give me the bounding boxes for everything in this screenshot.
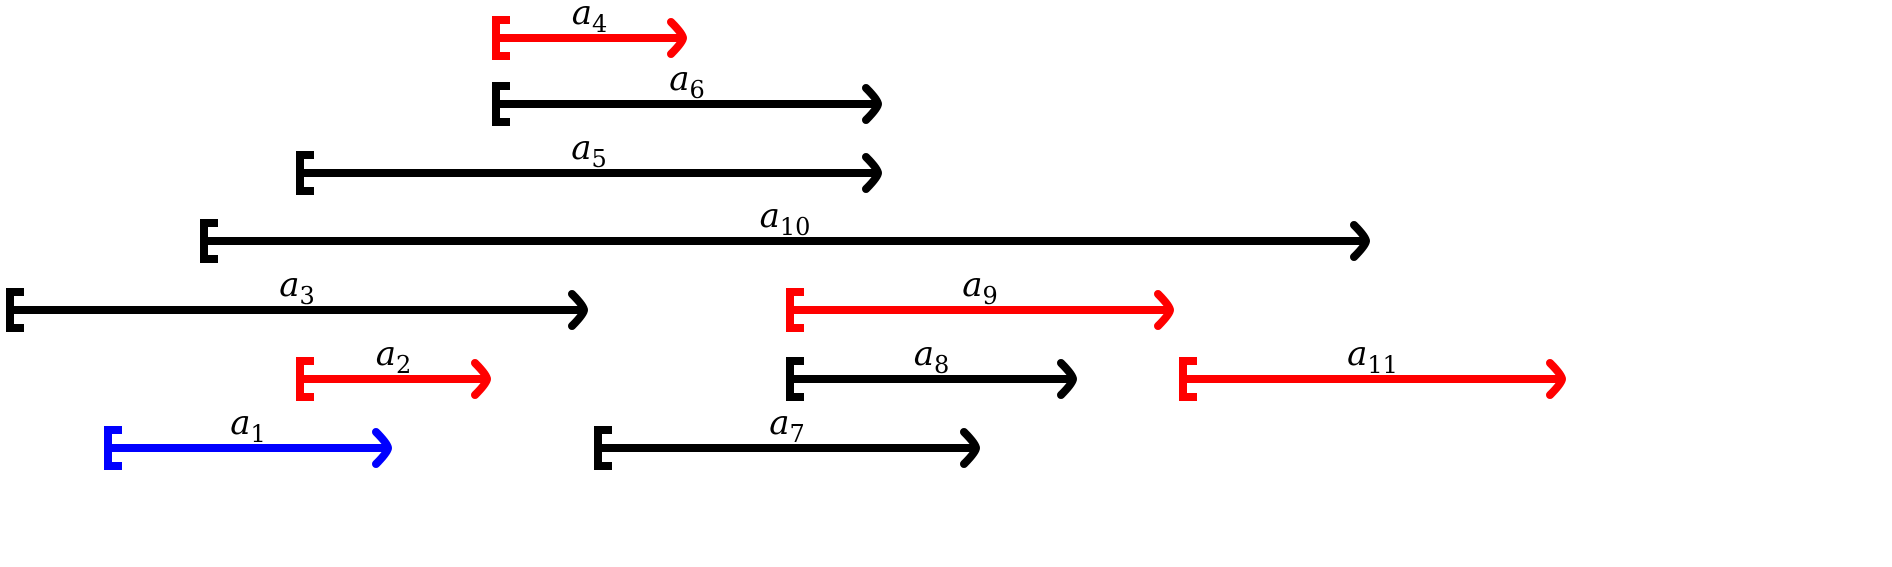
interval-label: a7 bbox=[769, 403, 805, 448]
interval-label-subscript: 2 bbox=[396, 351, 411, 379]
interval-label: a6 bbox=[669, 59, 705, 104]
interval-arrowhead bbox=[862, 84, 883, 124]
interval-a9: a9 bbox=[786, 265, 1175, 332]
interval-arrowhead bbox=[1154, 290, 1175, 330]
interval-arrowhead bbox=[471, 359, 492, 399]
interval-label-subscript: 6 bbox=[690, 76, 705, 104]
interval-label: a8 bbox=[914, 334, 950, 379]
interval-label-base: a bbox=[914, 334, 934, 374]
interval-arrowhead bbox=[1350, 221, 1371, 261]
interval-a7: a7 bbox=[594, 403, 981, 470]
interval-label: a5 bbox=[571, 128, 607, 173]
interval-arrowhead bbox=[568, 290, 589, 330]
interval-a4: a4 bbox=[492, 0, 688, 60]
interval-label-base: a bbox=[230, 403, 250, 443]
interval-label-subscript: 7 bbox=[790, 420, 805, 448]
interval-label-base: a bbox=[376, 334, 396, 374]
interval-label-subscript: 4 bbox=[592, 10, 607, 38]
interval-arrowhead bbox=[960, 428, 981, 468]
interval-label-subscript: 8 bbox=[934, 351, 949, 379]
interval-label: a1 bbox=[230, 403, 266, 448]
interval-label-subscript: 3 bbox=[300, 282, 315, 310]
interval-label-subscript: 1 bbox=[251, 420, 266, 448]
interval-label: a2 bbox=[376, 334, 412, 379]
interval-arrowhead bbox=[372, 428, 393, 468]
interval-a6: a6 bbox=[492, 59, 883, 126]
interval-label-subscript: 9 bbox=[983, 282, 998, 310]
interval-arrowhead bbox=[862, 153, 883, 193]
interval-arrowhead bbox=[667, 18, 688, 58]
interval-arrowhead bbox=[1057, 359, 1078, 399]
interval-a2: a2 bbox=[296, 334, 492, 401]
interval-label-base: a bbox=[571, 128, 591, 168]
interval-a3: a3 bbox=[6, 265, 589, 332]
interval-label: a10 bbox=[760, 196, 811, 241]
interval-a5: a5 bbox=[296, 128, 883, 195]
interval-label-base: a bbox=[1347, 334, 1367, 374]
interval-label-base: a bbox=[962, 265, 982, 305]
interval-label-base: a bbox=[669, 59, 689, 99]
interval-label: a3 bbox=[279, 265, 315, 310]
interval-label-base: a bbox=[769, 403, 789, 443]
interval-a11: a11 bbox=[1179, 334, 1567, 401]
interval-label-subscript: 10 bbox=[780, 213, 811, 241]
interval-a1: a1 bbox=[104, 403, 393, 470]
interval-label-base: a bbox=[760, 196, 780, 236]
interval-a8: a8 bbox=[786, 334, 1078, 401]
interval-label: a4 bbox=[572, 0, 608, 38]
interval-label-subscript: 5 bbox=[592, 145, 607, 173]
interval-label-base: a bbox=[572, 0, 592, 33]
interval-label-base: a bbox=[279, 265, 299, 305]
interval-label: a9 bbox=[962, 265, 998, 310]
interval-label-subscript: 11 bbox=[1367, 351, 1398, 379]
interval-arrowhead bbox=[1546, 359, 1567, 399]
interval-a10: a10 bbox=[200, 196, 1371, 263]
interval-label: a11 bbox=[1347, 334, 1398, 379]
